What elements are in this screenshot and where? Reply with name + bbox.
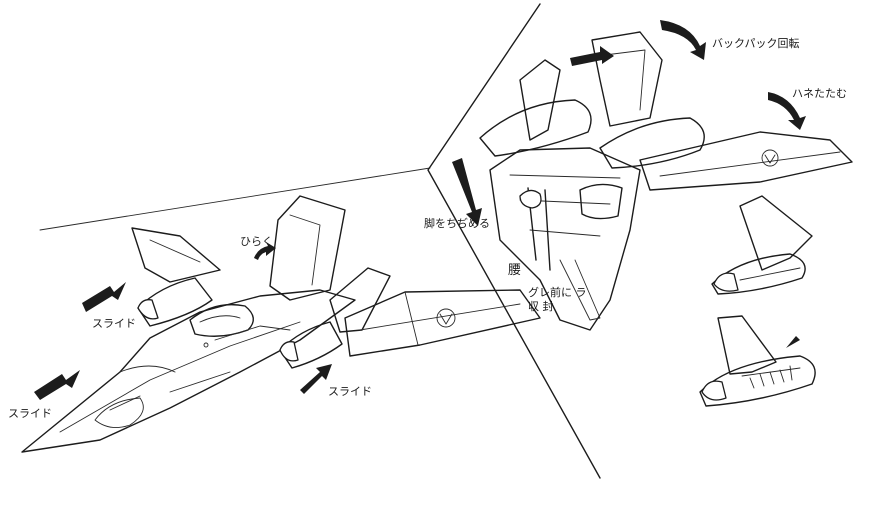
annotation-fold-wings: ハネたたむ <box>792 87 847 100</box>
slide-arrow-upper-icon <box>82 282 126 312</box>
panel-divider <box>39 3 601 479</box>
open-arrow-icon <box>254 242 276 260</box>
backpack-rotate-arrow-icon <box>660 20 706 60</box>
annotation-slide-left-upper: スライド <box>92 317 136 330</box>
annotation-slide-left-lower: スライド <box>8 407 52 420</box>
slide-arrow-lower-icon <box>34 370 80 400</box>
annotation-open: ひらく <box>240 235 273 248</box>
fold-wing-arrow-icon <box>768 92 806 130</box>
annotation-waist: 腰 <box>508 263 522 278</box>
detail-pointer-arrow-icon <box>786 336 800 348</box>
folding-mode-drawing <box>452 20 853 331</box>
fighter-mode-drawing <box>21 195 541 453</box>
annotation-sealed-bottom: グレ前に ラ収 封 <box>528 286 587 314</box>
close-legs-arrow-icon <box>452 158 482 226</box>
annotation-backpack-rotate: バックパック回転 <box>712 37 800 50</box>
annotation-slide-center: スライド <box>328 385 372 398</box>
annotation-close-legs: 脚をちぢめる <box>424 217 490 230</box>
intake-detail-upper <box>711 195 813 295</box>
slide-arrow-center-icon <box>300 364 332 394</box>
intake-detail-lower <box>699 315 816 407</box>
backpack-rotate-small-arrow-icon <box>570 46 614 66</box>
